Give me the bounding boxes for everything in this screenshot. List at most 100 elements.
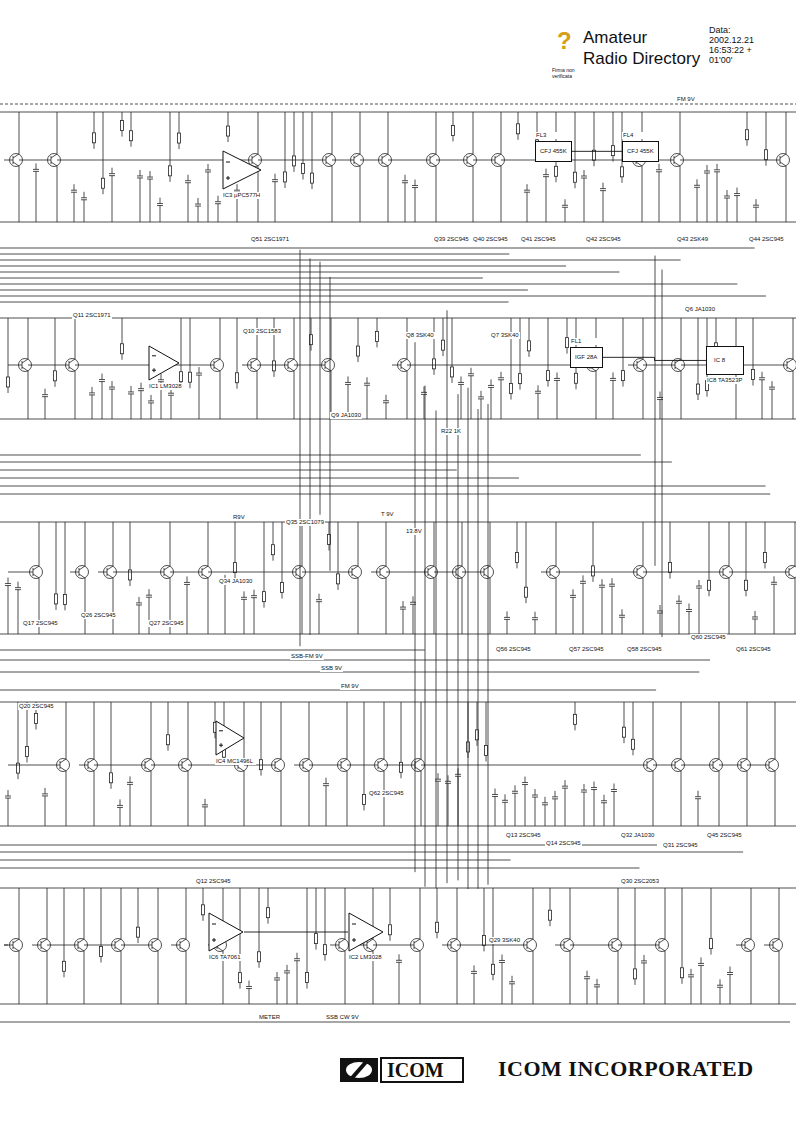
- transistor-lead: [675, 759, 681, 763]
- signal-wire: [681, 765, 704, 766]
- transistor-lead: [214, 367, 220, 371]
- resistor-lead: [575, 724, 576, 730]
- resistor-symbol: [258, 952, 261, 962]
- transistor-lead: [675, 367, 681, 371]
- bus-line: [0, 486, 765, 487]
- capacitor-lead: [287, 965, 288, 971]
- transistor-lead: [33, 566, 39, 570]
- transistor-lead: [164, 568, 165, 576]
- transistor-lead: [533, 929, 534, 939]
- capacitor-lead: [254, 590, 255, 596]
- transistor-lead: [495, 154, 501, 158]
- capacitor-symbol: [109, 173, 115, 174]
- resistor-lead: [484, 945, 485, 951]
- wire: [384, 702, 385, 749]
- resistor-lead: [130, 522, 131, 570]
- resistor-lead: [274, 318, 275, 361]
- bus-line: [0, 660, 710, 661]
- transistor-lead: [309, 749, 310, 759]
- capacitor-lead: [584, 792, 585, 826]
- signal-wire: [473, 160, 486, 161]
- capacitor-lead: [505, 802, 506, 826]
- resistor-lead: [338, 584, 339, 590]
- transistor-lead: [88, 767, 94, 771]
- supply-rail: [0, 522, 796, 523]
- part-name: IC4 MC1496L: [215, 758, 256, 765]
- part-label: Q14 2SC945: [545, 840, 582, 847]
- wire: [775, 781, 776, 826]
- resistor-symbol: [7, 377, 10, 387]
- signature-note: Firma non verificata: [551, 68, 587, 79]
- wire: [795, 522, 796, 556]
- op-amp-outline: [209, 913, 243, 951]
- bus-line: [330, 277, 331, 571]
- wire: [618, 888, 619, 929]
- transistor-lead: [158, 929, 159, 939]
- capacitor-symbol: [42, 394, 48, 395]
- resistor-lead: [237, 383, 238, 389]
- transistor-lead: [681, 349, 682, 359]
- part-label: Q20 2SC945: [18, 703, 55, 710]
- op-amp-symbol: [208, 912, 244, 952]
- capacitor-symbol: [127, 782, 133, 783]
- resistor-lead: [329, 522, 330, 535]
- capacitor-lead: [198, 198, 199, 204]
- capacitor-symbol: [562, 205, 568, 206]
- capacitor-symbol: [284, 970, 290, 971]
- resistor-symbol: [592, 566, 595, 576]
- wire: [407, 381, 408, 419]
- capacitor-symbol: [676, 601, 682, 602]
- capacitor-lead: [707, 173, 708, 222]
- capacitor-lead: [140, 178, 141, 222]
- signal-wire: [208, 572, 287, 573]
- capacitor-lead: [160, 206, 161, 222]
- resistor-lead: [111, 702, 112, 773]
- wire: [220, 318, 221, 349]
- wire: [779, 961, 780, 1004]
- capacitor-lead: [287, 973, 288, 1004]
- resistor-lead: [486, 756, 487, 762]
- wire: [244, 702, 245, 749]
- wire: [294, 381, 295, 419]
- capacitor-symbol: [619, 615, 625, 616]
- wire: [258, 112, 259, 144]
- transistor-lead: [107, 568, 108, 576]
- capacitor-lead: [92, 387, 93, 393]
- op-amp-symbol: [148, 345, 180, 381]
- part-label: Q41 2SC945: [520, 236, 557, 243]
- wire: [653, 702, 654, 749]
- resistor-symbol: [634, 969, 637, 979]
- capacitor-symbol: [99, 379, 105, 380]
- resistor-lead: [548, 381, 549, 387]
- capacitor-symbol: [402, 180, 408, 181]
- capacitor-symbol: [5, 583, 11, 584]
- resistor-lead: [711, 888, 712, 939]
- transistor-lead: [436, 166, 437, 176]
- transistor-lead: [70, 572, 79, 573]
- capacitor-lead: [644, 963, 645, 1004]
- capacitor-lead: [515, 793, 516, 826]
- ground-rail: [0, 826, 796, 827]
- signal-wire: [570, 945, 603, 946]
- signal-wire: [643, 572, 714, 573]
- resistor-symbol: [451, 367, 454, 377]
- signature-date: Data:: [708, 26, 732, 36]
- part-label: Q61 2SC945: [735, 646, 772, 653]
- transistor-lead: [378, 767, 384, 771]
- transistor-lead: [729, 578, 730, 588]
- capacitor-lead: [8, 578, 9, 584]
- wire: [793, 381, 794, 419]
- resistor-symbol: [708, 580, 711, 590]
- transistor-lead: [13, 365, 22, 366]
- resistor-lead: [64, 888, 65, 961]
- resistor-lead: [103, 188, 104, 194]
- resistor-lead: [18, 702, 19, 763]
- resistor-lead: [624, 702, 625, 727]
- transistor-lead: [789, 566, 795, 570]
- wire: [736, 318, 737, 349]
- wire: [388, 176, 389, 222]
- transistor-lead: [145, 761, 146, 769]
- op-amp-ic: IC2 LM3028: [348, 912, 385, 961]
- capacitor-symbol: [696, 586, 702, 587]
- transistor-lead: [242, 365, 251, 366]
